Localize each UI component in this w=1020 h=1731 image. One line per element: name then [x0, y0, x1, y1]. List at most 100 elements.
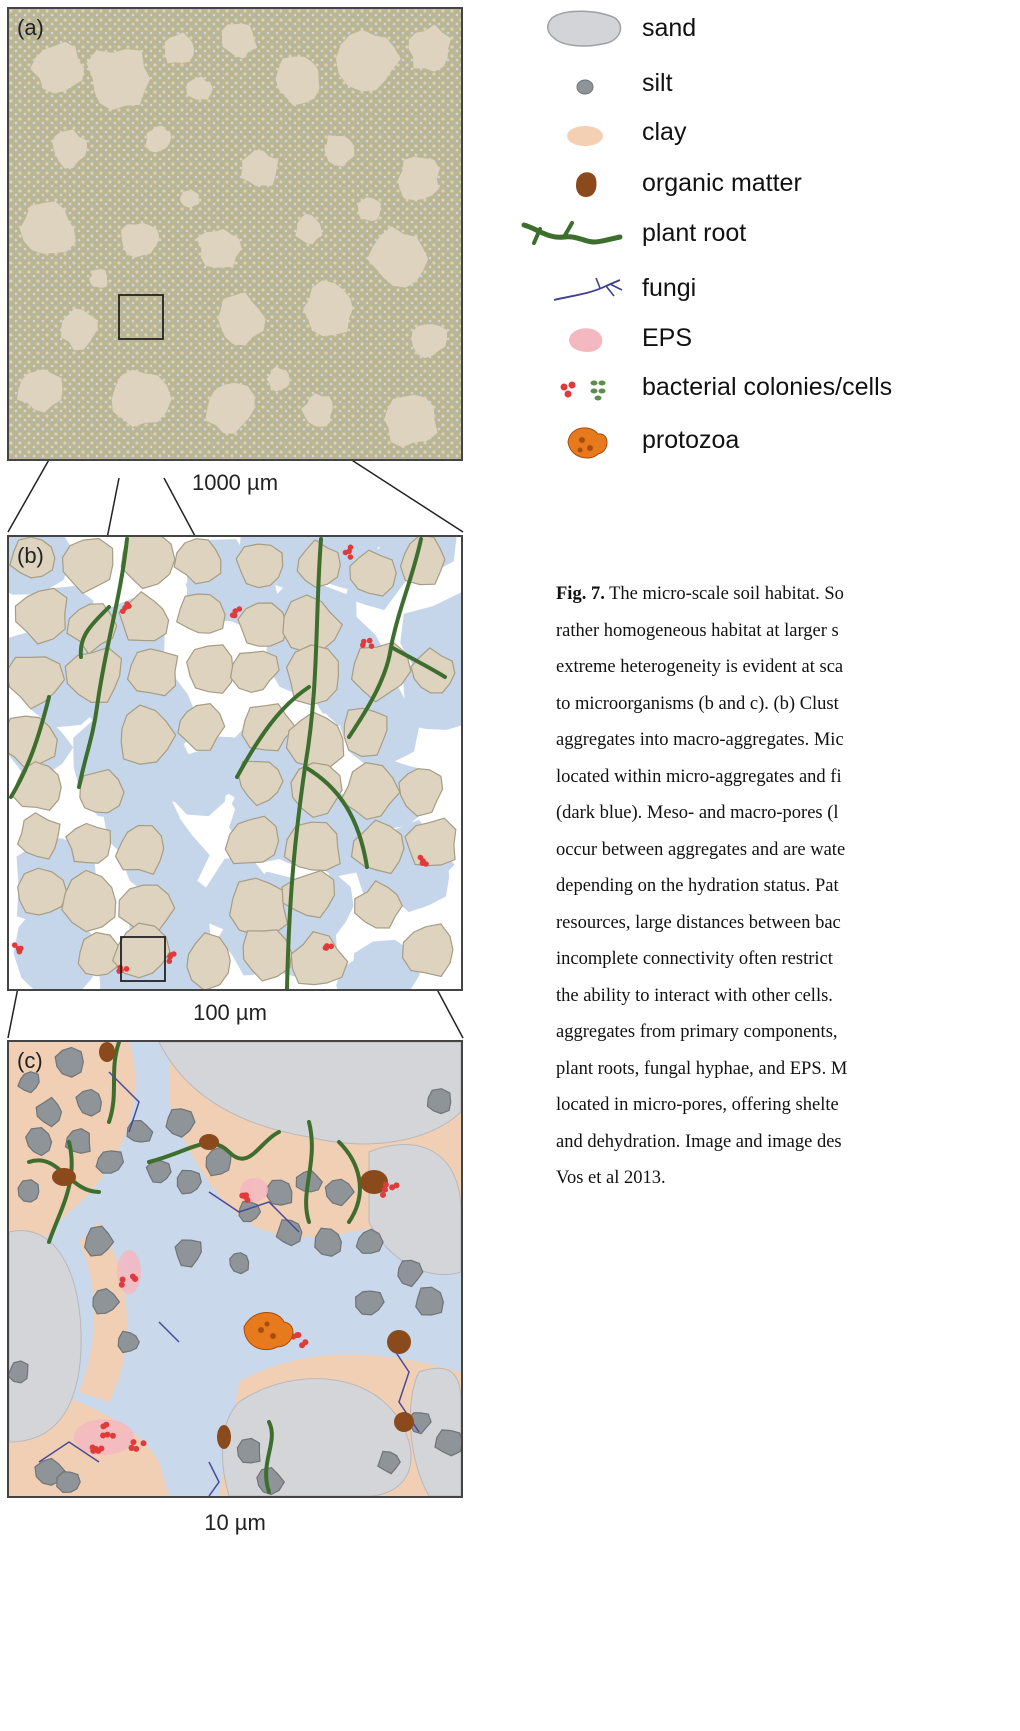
legend-item-organic-matter: organic matter: [540, 161, 1020, 207]
bacterial-cell: [295, 1332, 302, 1338]
fungal-hyphae: [38, 1071, 420, 1496]
bacterial-cell: [347, 544, 354, 551]
micro-aggregate: [61, 869, 117, 933]
caption-line: the ability to interact with other cells…: [556, 985, 833, 1006]
micro-aggregate: [237, 760, 284, 807]
bacterial-cell: [90, 1447, 97, 1454]
sand-particles: [9, 1042, 461, 1496]
silt-particle: [17, 1179, 40, 1203]
micro-aggregate: [186, 644, 234, 694]
micro-aggregate: [65, 822, 112, 864]
panel-c: (c): [7, 1040, 463, 1498]
sand-grain: [164, 32, 195, 64]
micro-aggregate: [281, 869, 336, 919]
micro-aggregate: [14, 587, 68, 645]
micro-aggregate: [237, 602, 288, 647]
silt-particle: [256, 1466, 286, 1496]
bacterial-cell: [229, 612, 236, 618]
micro-aggregate: [175, 593, 226, 634]
micro-aggregate: [404, 817, 457, 867]
sand-grain: [145, 125, 171, 153]
bacterial-cell: [133, 1445, 140, 1452]
bacterial-cell: [167, 954, 173, 960]
legend-label: clay: [642, 118, 687, 146]
caption-line: Vos et al 2013.: [556, 1168, 666, 1188]
sand-grain: [295, 213, 323, 245]
caption-line: extreme heterogeneity is evident at sca: [556, 657, 844, 677]
protozoa-icon: [567, 427, 608, 459]
micro-aggregate: [229, 650, 280, 694]
sand-grain: [324, 135, 355, 167]
legend-label: plant root: [642, 219, 747, 247]
silt-particle: [355, 1228, 384, 1254]
sand-grain: [240, 150, 279, 186]
sand-grain: [17, 369, 63, 413]
micro-aggregate: [343, 707, 388, 758]
sand-grain: [86, 49, 151, 111]
micro-aggregate: [66, 603, 118, 655]
caption-line: occur between aggregates and are wate: [556, 839, 846, 860]
bacterial-cell: [299, 1342, 306, 1349]
legend-label: silt: [642, 69, 673, 97]
sand-grain: [52, 129, 88, 169]
sand-grain: [30, 41, 85, 94]
legend-item-plant-root: plant root: [521, 211, 1020, 257]
sand-grain: [302, 280, 353, 337]
bacterial-cell: [128, 1444, 135, 1451]
micro-aggregate: [177, 702, 226, 751]
bacterial-cell: [98, 1445, 105, 1452]
bacterial-cell: [123, 966, 130, 972]
sand-grain: [111, 369, 172, 428]
organic-matter-icon: [576, 172, 597, 197]
sand-grain: [408, 24, 451, 72]
micro-aggregate: [173, 538, 222, 585]
micro-aggregate: [285, 711, 345, 768]
silt-particle: [266, 1179, 293, 1206]
organic-matter: [52, 1042, 414, 1449]
bacterial-cell: [232, 608, 239, 614]
panel-c-illustration: [9, 1042, 461, 1496]
caption-line: located within micro-aggregates and fi: [556, 766, 842, 787]
bacterial-cell: [417, 854, 424, 861]
bacterial-cell: [11, 942, 18, 948]
sand-grain: [179, 189, 200, 208]
bacterial-cell: [16, 948, 23, 955]
bacterial-colonies: [89, 1181, 400, 1454]
silt-particle: [92, 1288, 121, 1315]
micro-aggregate: [9, 715, 58, 769]
micro-aggregate: [16, 812, 61, 860]
micro-aggregate: [339, 761, 401, 821]
panel-label-a: (a): [17, 15, 44, 40]
sand-grain: [266, 366, 290, 392]
sand-grain: [221, 23, 258, 59]
caption-line: to microorganisms (b and c). (b) Clust: [556, 693, 839, 714]
sand-grain: [336, 29, 401, 92]
sand-grain: [61, 308, 98, 351]
bacterial-cell: [239, 1192, 246, 1199]
caption-line: resources, large distances between bac: [556, 912, 841, 933]
bacterial-cell: [100, 1423, 107, 1430]
caption-line: and dehydration. Image and image des: [556, 1131, 842, 1152]
micro-aggregate: [401, 923, 454, 978]
micro-aggregate: [61, 537, 114, 595]
silt-particle: [75, 1088, 103, 1117]
silt-particle: [117, 1330, 140, 1354]
silt-particle: [324, 1178, 355, 1207]
micro-aggregate: [354, 880, 403, 929]
panel-label-b: (b): [17, 543, 44, 568]
bacterial-cell: [109, 1432, 116, 1439]
bacterial-cell: [129, 1273, 136, 1280]
legend-item-clay: clay: [540, 110, 1020, 156]
fungi-icon: [553, 277, 623, 301]
silt-particles: [9, 1046, 461, 1496]
silt-particle: [95, 1150, 125, 1174]
micro-aggregate: [120, 704, 177, 765]
micro-aggregate: [118, 591, 170, 642]
bacterial-cell: [380, 1191, 386, 1198]
caption-line: depending on the hydration status. Pat: [556, 876, 839, 896]
caption-line: aggregates into macro-aggregates. Mic: [556, 730, 844, 750]
sand-grain: [384, 394, 438, 448]
silt-particle: [145, 1160, 172, 1184]
plant-root-icon: [521, 221, 623, 245]
micro-aggregate: [64, 646, 123, 704]
